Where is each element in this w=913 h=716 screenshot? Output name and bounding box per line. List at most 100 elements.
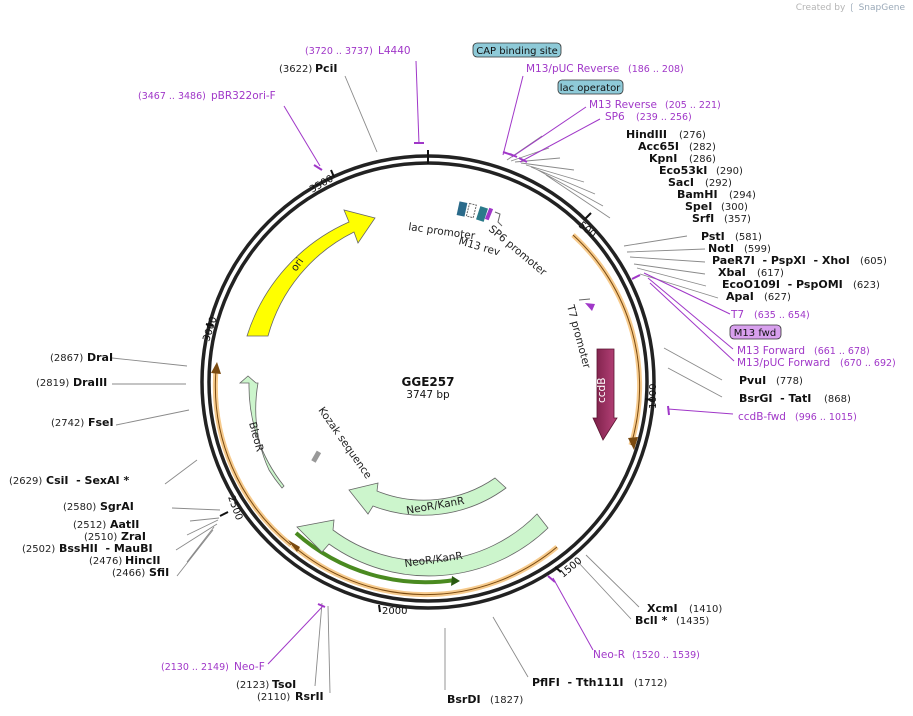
enzyme-pvui: PvuI(778): [739, 374, 803, 387]
enzyme-saci: SacI (292): [668, 176, 732, 189]
primer-l4440: (3720 .. 3737)L4440: [305, 45, 411, 57]
enzyme-hindiii: HindIII (276): [626, 128, 706, 141]
primer-m13-reverse: M13 Reverse(205 .. 221): [589, 99, 721, 111]
cap-label: CAP binding site: [476, 46, 558, 57]
svg-text:HindIII: HindIII: [626, 128, 667, 141]
svg-text:DraIII: DraIII: [73, 376, 107, 389]
enzyme-spei: SpeI(300): [685, 200, 748, 213]
svg-text:XbaI: XbaI: [718, 266, 746, 279]
svg-text:(294): (294): [729, 190, 756, 201]
svg-text:(290): (290): [716, 166, 743, 177]
svg-text:XcmI: XcmI: [647, 602, 678, 615]
svg-text:(2512): (2512): [73, 520, 106, 531]
credit-text: Created by: [795, 3, 846, 13]
svg-text:M13/pUC Reverse: M13/pUC Reverse: [526, 63, 619, 75]
svg-text:BclI *: BclI *: [635, 614, 668, 627]
svg-text:(627): (627): [764, 292, 791, 303]
enzyme-apai: ApaI (627): [726, 290, 791, 303]
svg-text:PstI: PstI: [701, 230, 725, 243]
svg-text:(300): (300): [721, 202, 748, 213]
svg-text:SrfI: SrfI: [692, 212, 714, 225]
enzyme-xcmi: XcmI (1410): [647, 602, 722, 615]
svg-text:(1410): (1410): [689, 604, 722, 615]
snapgene-logo-icon: ❲: [848, 3, 856, 13]
enzyme-paer7i: PaeR7I - PspXI - XhoI (605): [712, 254, 887, 267]
primer-neo-r: Neo-R(1520 .. 1539): [593, 649, 700, 661]
snapgene-credit: Created by ❲ SnapGene: [796, 3, 905, 13]
primer-leader-lines: [267, 60, 735, 665]
primer-m13-puc-reverse: M13/pUC Reverse (186 .. 208): [526, 63, 684, 75]
tick-2000: 2000: [382, 606, 407, 617]
svg-text:(2110): (2110): [257, 692, 290, 703]
svg-text:SgrAI: SgrAI: [100, 500, 134, 513]
svg-text:ApaI: ApaI: [726, 290, 754, 303]
svg-text:M13 Forward: M13 Forward: [737, 345, 805, 357]
enzyme-labels: (3622)PciI HindIII(276) Acc65I(282) KpnI…: [9, 62, 887, 706]
svg-text:M13/pUC Forward: M13/pUC Forward: [737, 357, 830, 369]
primer-t7: T7(635 .. 654): [730, 309, 810, 321]
svg-text:(2466): (2466): [112, 568, 145, 579]
enzyme-noti: NotI(599): [708, 242, 771, 255]
kozak-label: Kozak sequence: [316, 405, 374, 481]
svg-text:(2510): (2510): [84, 532, 117, 543]
bleor-label: BleoR: [246, 421, 265, 453]
enzyme-srfi: SrfI(357): [692, 212, 751, 225]
enzyme-bcli: BclI * (1435): [635, 614, 709, 627]
m13-fwd-label: M13 fwd: [734, 328, 776, 339]
svg-text:(1435): (1435): [676, 616, 709, 627]
enzyme-tsoi: (2123)TsoI: [236, 678, 296, 691]
svg-text:(2819): (2819): [36, 378, 69, 389]
svg-text:PaeR7I - PspXI - XhoI: PaeR7I - PspXI - XhoI: [712, 254, 850, 267]
svg-text:(605): (605): [860, 256, 887, 267]
primer-sp6: SP6(239 .. 256): [605, 111, 692, 123]
enzyme-aatii: (2512)AatII: [73, 518, 139, 531]
svg-text:(599): (599): [744, 244, 771, 255]
promoter-markers: [311, 201, 595, 463]
svg-text:TsoI: TsoI: [272, 678, 296, 691]
svg-text:CsiI - SexAI *: CsiI - SexAI *: [46, 474, 129, 487]
enzyme-pflfi: PflFI - Tth111I(1712): [532, 676, 667, 689]
svg-text:Eco53kI: Eco53kI: [659, 164, 707, 177]
svg-text:Neo-F: Neo-F: [234, 661, 265, 673]
credit-brand: SnapGene: [858, 3, 905, 13]
t7-promoter-label: T7 promoter: [564, 303, 593, 371]
plasmid-name: GGE257: [402, 375, 455, 389]
svg-text:(3467 .. 3486): (3467 .. 3486): [138, 91, 206, 102]
svg-text:(186 .. 208): (186 .. 208): [628, 64, 684, 75]
enzyme-drai: (2867)DraI: [50, 351, 113, 364]
orange-regions: [212, 233, 643, 598]
enzyme-bsrdi: BsrDI(1827): [447, 693, 523, 706]
primer-neo-f: (2130 .. 2149)Neo-F: [161, 661, 265, 673]
svg-text:PvuI: PvuI: [739, 374, 766, 387]
svg-text:(2476): (2476): [89, 556, 122, 567]
feature-ccdb: ccdB: [592, 348, 618, 441]
svg-text:KpnI: KpnI: [649, 152, 677, 165]
enzyme-ecoo109i: EcoO109I - PspOMI(623): [722, 278, 880, 291]
svg-text:(1712): (1712): [634, 678, 667, 689]
svg-text:SfiI: SfiI: [149, 566, 169, 579]
enzyme-eco53ki: Eco53kI (290): [659, 164, 743, 177]
svg-text:DraI: DraI: [87, 351, 113, 364]
svg-text:(1827): (1827): [490, 695, 523, 706]
arrowhead-orange-cw: [628, 437, 638, 450]
primer-labels: (3720 .. 3737)L4440 (3467 .. 3486)pBR322…: [138, 45, 896, 673]
svg-text:(670 .. 692): (670 .. 692): [840, 358, 896, 369]
svg-text:SacI: SacI: [668, 176, 694, 189]
boxed-cap: CAP binding site: [472, 42, 562, 58]
svg-text:(868): (868): [824, 394, 851, 405]
svg-text:BssHII - MauBI: BssHII - MauBI: [59, 542, 153, 555]
svg-text:SP6: SP6: [605, 111, 625, 123]
enzyme-bsrgi: BsrGI - TatI(868): [739, 392, 851, 405]
svg-text:L4440: L4440: [378, 45, 411, 57]
svg-text:(276): (276): [679, 130, 706, 141]
enzyme-sfii: (2466) SfiI: [112, 566, 169, 579]
svg-text:(292): (292): [705, 178, 732, 189]
svg-text:(2502): (2502): [22, 544, 55, 555]
svg-text:(1520 .. 1539): (1520 .. 1539): [632, 650, 700, 661]
svg-text:(2629): (2629): [9, 476, 42, 487]
feature-ori: ori: [246, 209, 376, 337]
enzyme-fsei: (2742)FseI: [51, 416, 114, 429]
primer-pbr322ori-f: (3467 .. 3486)pBR322ori-F: [138, 90, 276, 102]
tick-1000: 1000: [648, 384, 659, 409]
